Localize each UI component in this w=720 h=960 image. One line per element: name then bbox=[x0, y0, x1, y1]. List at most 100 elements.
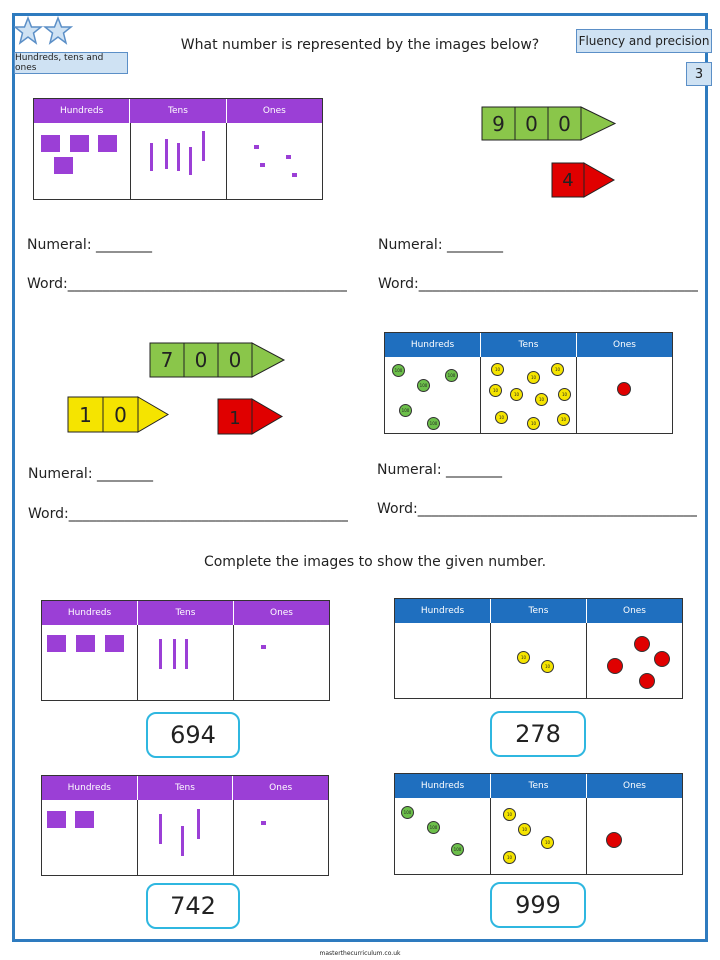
hundred-square bbox=[47, 635, 66, 652]
ten-coin: 10 bbox=[503, 808, 516, 821]
ten-coin: 10 bbox=[527, 417, 540, 430]
ones-header: Ones bbox=[226, 99, 322, 123]
tens-header: Tens bbox=[137, 776, 234, 800]
tens-header: Tens bbox=[491, 599, 587, 623]
hundred-coin: 100 bbox=[417, 379, 430, 392]
ten-coin: 10 bbox=[541, 660, 554, 673]
hundred-square bbox=[54, 157, 73, 174]
star-rating-icon bbox=[14, 16, 74, 45]
hundred-square bbox=[41, 135, 60, 152]
one-cube bbox=[261, 821, 266, 825]
tens-header: Tens bbox=[130, 99, 227, 123]
ten-rod bbox=[165, 139, 168, 169]
arrow-card-digit: 4 bbox=[562, 169, 574, 191]
category-label: Fluency and precision bbox=[576, 29, 712, 53]
target-number-box: 694 bbox=[146, 712, 240, 758]
complete-instruction: Complete the images to show the given nu… bbox=[203, 554, 547, 570]
arrow-card-digit: 9 bbox=[492, 111, 505, 136]
tens-header: Tens bbox=[481, 333, 577, 357]
hundred-coin: 100 bbox=[427, 821, 440, 834]
level-badge: 3 bbox=[686, 62, 712, 86]
target-number-box: 999 bbox=[490, 882, 586, 928]
hundred-square bbox=[47, 811, 66, 828]
place-value-chart-3: Hundreds Tens Ones bbox=[41, 600, 330, 701]
ones-header: Ones bbox=[577, 333, 672, 357]
arrow-card-digit: 1 bbox=[79, 402, 92, 427]
ten-coin: 10 bbox=[510, 388, 523, 401]
hundred-coin: 100 bbox=[399, 404, 412, 417]
page-frame bbox=[12, 13, 708, 942]
topic-label: Hundreds, tens and ones bbox=[14, 52, 128, 74]
ten-coin: 10 bbox=[489, 384, 502, 397]
numeral-line: Numeral: ________ bbox=[377, 462, 502, 478]
ten-coin: 10 bbox=[551, 363, 564, 376]
ten-rod bbox=[159, 814, 162, 844]
ten-rod bbox=[173, 639, 176, 669]
place-value-chart-2: Hundreds Tens Ones 100 100 100 100 100 1… bbox=[384, 332, 673, 434]
one-counter bbox=[607, 658, 623, 674]
target-number-box: 278 bbox=[490, 711, 586, 757]
one-cube bbox=[292, 173, 297, 177]
hundreds-header: Hundreds bbox=[385, 333, 481, 357]
word-line: Word:___________________________________… bbox=[378, 276, 698, 292]
ten-coin: 10 bbox=[527, 371, 540, 384]
one-counter bbox=[639, 673, 655, 689]
ones-header: Ones bbox=[587, 774, 682, 798]
place-value-chart-6: Hundreds Tens Ones 100 100 100 10 10 10 … bbox=[394, 773, 683, 875]
numeral-line: Numeral: ________ bbox=[27, 237, 152, 253]
hundred-square bbox=[75, 811, 94, 828]
one-counter bbox=[606, 832, 622, 848]
one-cube bbox=[286, 155, 291, 159]
arrow-card-digit: 0 bbox=[558, 111, 571, 136]
ten-coin: 10 bbox=[495, 411, 508, 424]
hundred-square bbox=[98, 135, 117, 152]
ten-coin: 10 bbox=[541, 836, 554, 849]
ten-rod bbox=[185, 639, 188, 669]
one-cube bbox=[260, 163, 265, 167]
one-counter bbox=[617, 382, 631, 396]
footer-credit: masterthecurriculum.co.uk bbox=[319, 950, 401, 957]
ten-rod bbox=[181, 826, 184, 856]
word-line: Word:___________________________________… bbox=[28, 506, 348, 522]
question-title: What number is represented by the images… bbox=[180, 37, 540, 53]
ten-rod bbox=[202, 131, 205, 161]
numeral-line: Numeral: ________ bbox=[28, 466, 153, 482]
one-cube bbox=[254, 145, 259, 149]
ten-rod bbox=[189, 147, 192, 175]
hundred-coin: 100 bbox=[427, 417, 440, 430]
hundred-square bbox=[70, 135, 89, 152]
hundred-coin: 100 bbox=[445, 369, 458, 382]
hundreds-header: Hundreds bbox=[42, 601, 138, 625]
ten-coin: 10 bbox=[517, 651, 530, 664]
target-number-box: 742 bbox=[146, 883, 240, 929]
ten-coin: 10 bbox=[557, 413, 570, 426]
ten-rod bbox=[197, 809, 200, 839]
ten-rod bbox=[177, 143, 180, 171]
arrow-cards-711 bbox=[67, 342, 286, 435]
hundreds-header: Hundreds bbox=[34, 99, 131, 123]
word-line: Word:___________________________________… bbox=[27, 276, 347, 292]
ones-header: Ones bbox=[587, 599, 682, 623]
tens-header: Tens bbox=[138, 601, 234, 625]
ten-rod bbox=[150, 143, 153, 171]
arrow-card-digit: 7 bbox=[160, 348, 174, 372]
one-counter bbox=[654, 651, 670, 667]
ten-coin: 10 bbox=[503, 851, 516, 864]
arrow-card-digit: 0 bbox=[228, 348, 242, 372]
ones-header: Ones bbox=[234, 601, 329, 625]
ten-coin: 10 bbox=[535, 393, 548, 406]
place-value-chart-4: Hundreds Tens Ones 10 10 bbox=[394, 598, 683, 699]
hundred-coin: 100 bbox=[451, 843, 464, 856]
ten-coin: 10 bbox=[518, 823, 531, 836]
word-line: Word:___________________________________… bbox=[377, 501, 697, 517]
hundred-coin: 100 bbox=[392, 364, 405, 377]
ten-rod bbox=[159, 639, 162, 669]
ten-coin: 10 bbox=[491, 363, 504, 376]
numeral-line: Numeral: ________ bbox=[378, 237, 503, 253]
place-value-chart-5: Hundreds Tens Ones bbox=[41, 775, 329, 876]
arrow-card-digit: 0 bbox=[194, 348, 208, 372]
ones-header: Ones bbox=[233, 776, 329, 800]
hundreds-header: Hundreds bbox=[395, 599, 491, 623]
hundred-square bbox=[105, 635, 124, 652]
arrow-card-digit: 0 bbox=[114, 402, 127, 427]
